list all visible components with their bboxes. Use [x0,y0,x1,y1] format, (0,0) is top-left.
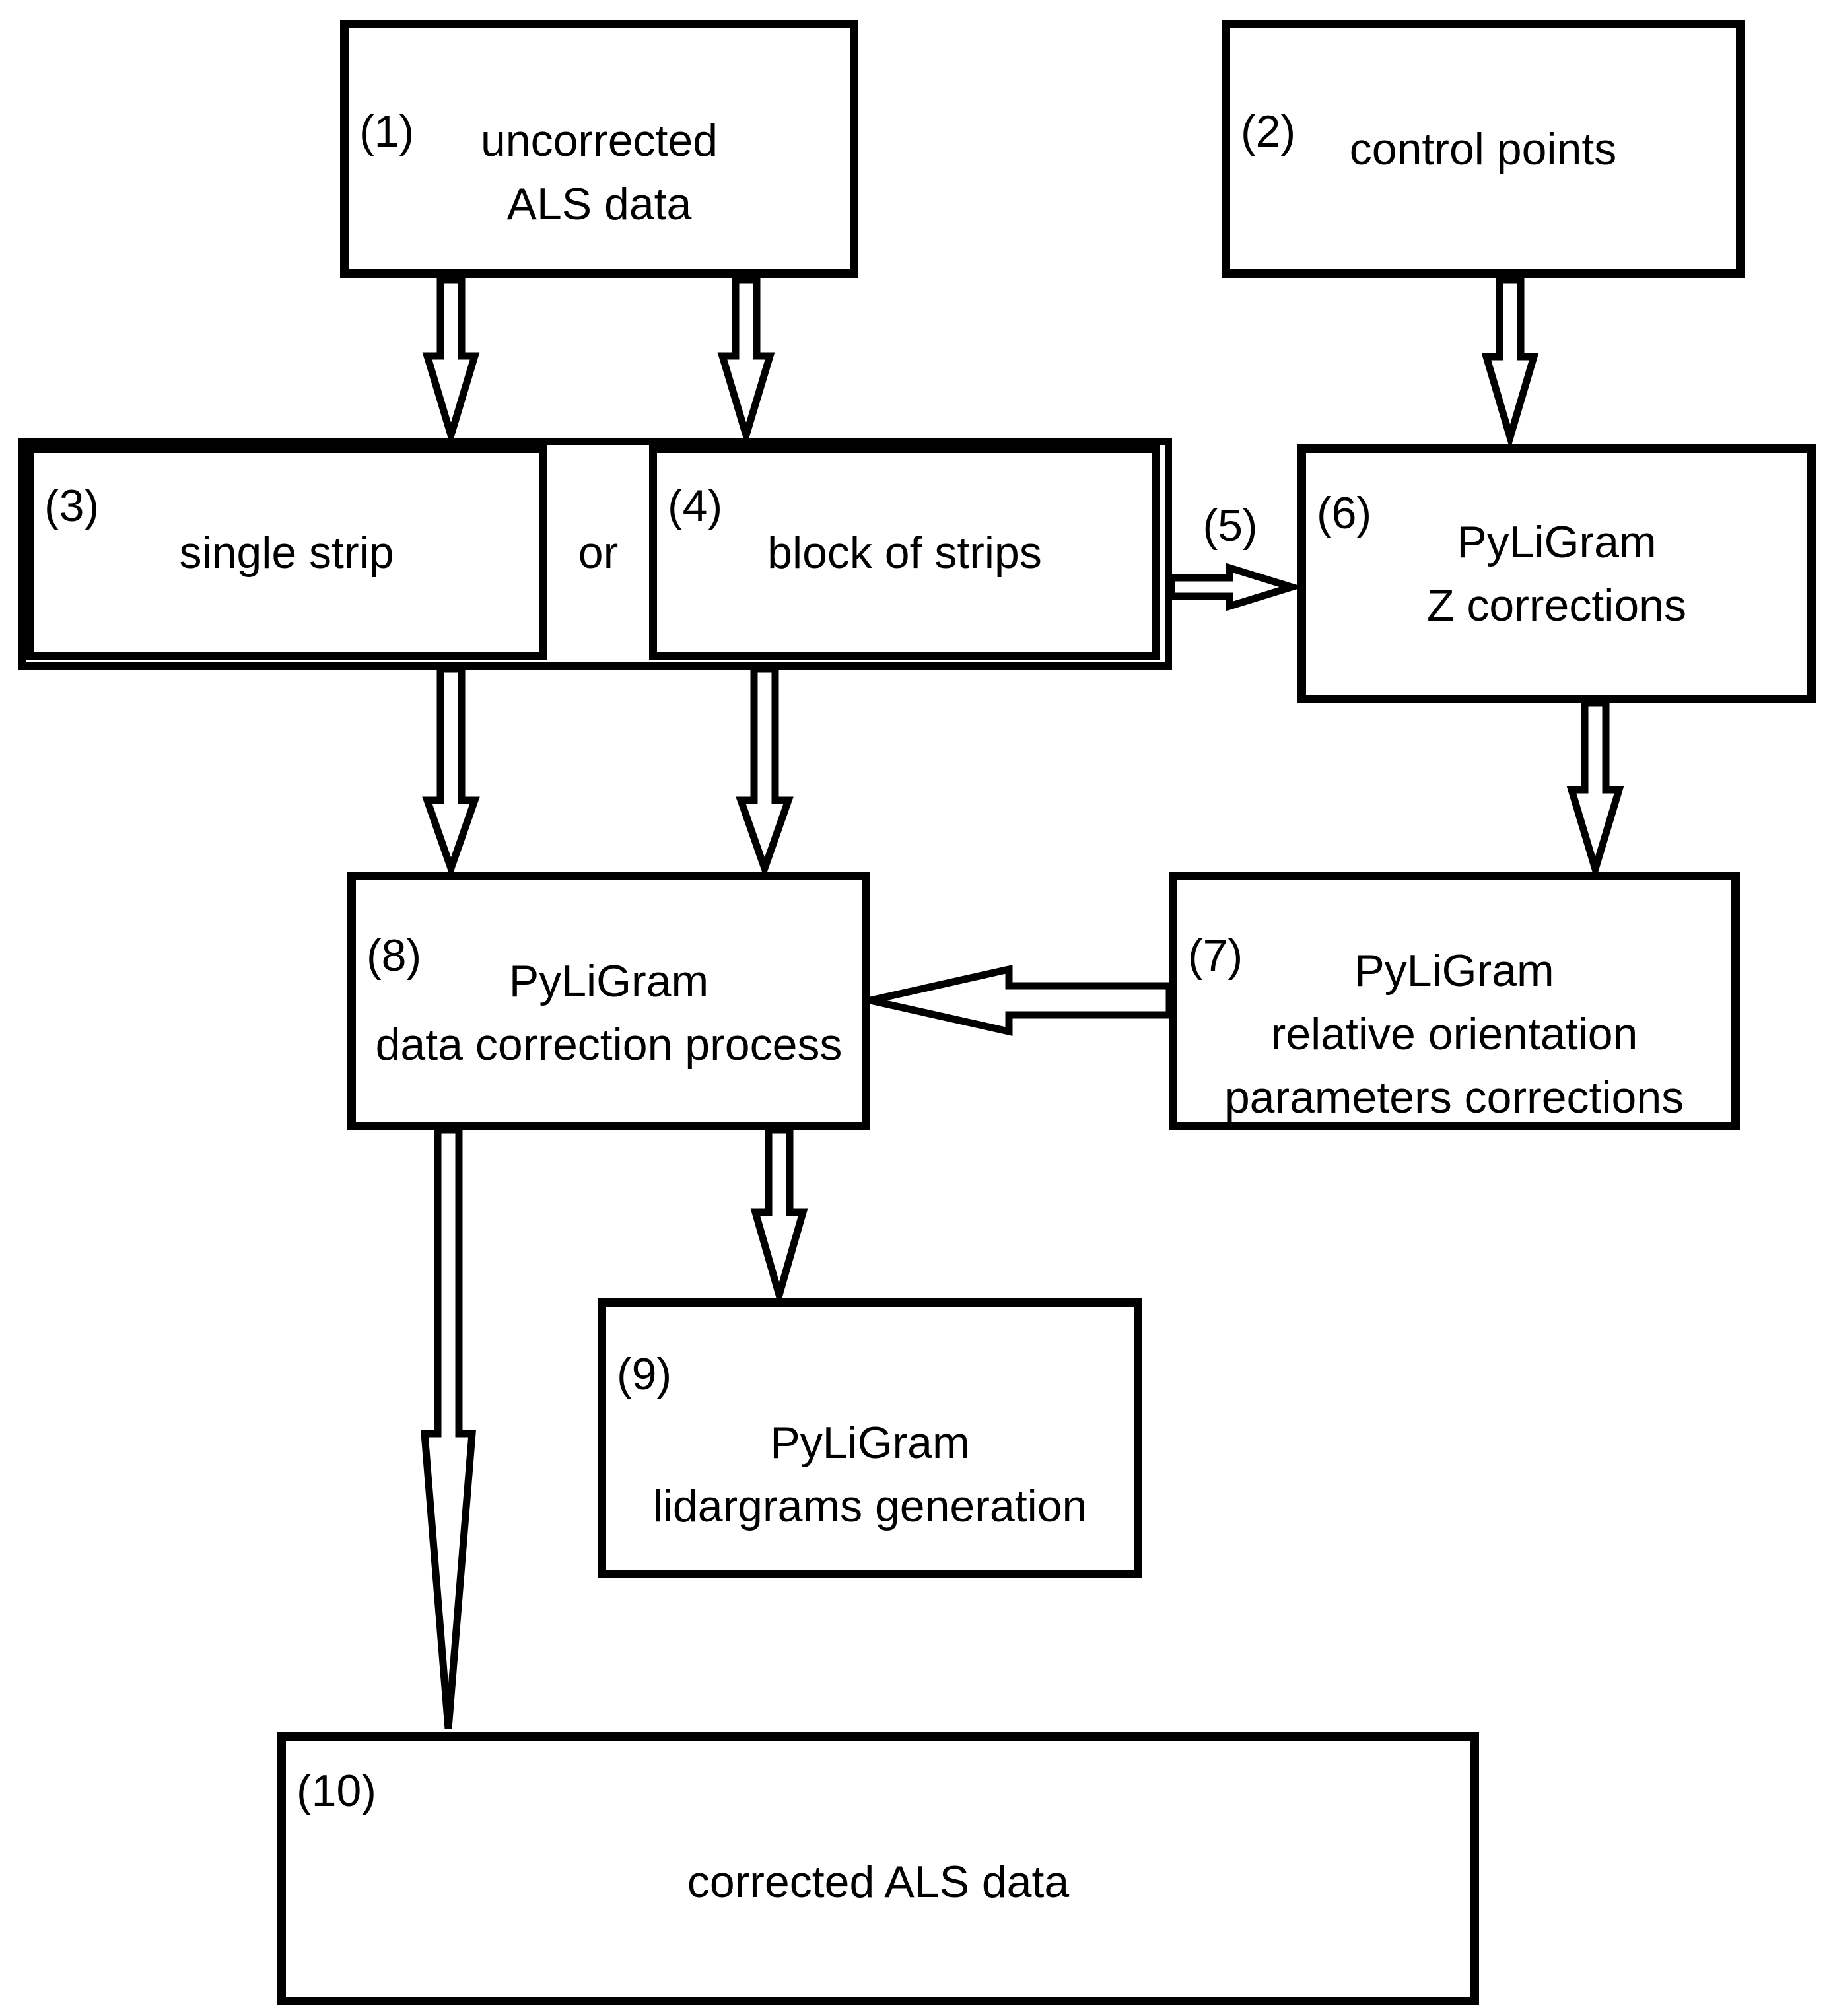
box-text-line: PyLiGram [1354,946,1554,996]
box-number: (6) [1317,488,1372,538]
box-text-line: lidargrams generation [652,1481,1088,1531]
arrow-block-of-strips-to-correction-process [736,665,794,880]
arrow-uncorrected-to-single-strip [422,276,480,448]
arrow-z-corrections-to-relative-orientation [1566,699,1624,882]
box-number: (1) [359,106,415,156]
box-text-line: relative orientation [1270,1009,1638,1059]
box-number: (7) [1188,930,1243,981]
box-control-points: (2) control points [1222,20,1745,278]
box-text-line: PyLiGram [508,956,709,1006]
arrow-control-points-to-z-corrections [1481,276,1539,450]
box-pyligram-lidargrams-generation: (9) PyLiGram lidargrams generation [598,1298,1142,1578]
box-number: (8) [366,930,422,981]
box-text: corrected ALS data [687,1824,1069,1914]
box-text-line: control points [1349,123,1617,174]
box-number: (9) [617,1349,672,1399]
box-text-line: PyLiGram [1457,517,1657,567]
box-text: uncorrected ALS data [481,63,718,236]
arrow-correction-process-to-corrected-data [421,1126,476,1729]
box-text-line: parameters corrections [1224,1072,1684,1123]
box-text-line: PyLiGram [770,1418,970,1468]
arrow-relative-orientation-to-correction-process [869,965,1173,1036]
box-text-line: ALS data [506,178,692,229]
arrow-5-label: (5) [1202,501,1258,551]
arrow-uncorrected-to-block-of-strips [717,276,775,448]
box-text: PyLiGram Z corrections [1427,510,1686,637]
box-text: single strip [179,521,394,584]
box-text: block of strips [767,521,1042,584]
box-number: (10) [296,1766,376,1816]
or-label: or [578,528,619,578]
box-pyligram-z-corrections: (6) PyLiGram Z corrections [1297,444,1816,703]
box-text-line: data correction process [375,1020,843,1070]
box-single-strip: (3) single strip [26,445,547,660]
box-block-of-strips: (4) block of strips [649,445,1160,660]
arrow-single-strip-to-correction-process [422,665,480,880]
box-uncorrected-als-data: (1) uncorrected ALS data [340,20,858,278]
box-text: PyLiGram relative orientation parameters… [1225,873,1684,1129]
box-pyligram-relative-orientation: (7) PyLiGram relative orientation parame… [1169,872,1740,1130]
arrow-correction-process-to-lidargrams [750,1126,808,1308]
box-text-line: Z corrections [1427,580,1686,631]
box-pyligram-data-correction-process: (8) PyLiGram data correction process [347,872,870,1130]
box-text-line: single strip [179,528,394,578]
box-number: (2) [1241,106,1296,156]
box-corrected-als-data: (10) corrected ALS data [277,1732,1479,2005]
box-number: (4) [668,481,723,531]
box-text-line: uncorrected [480,115,718,166]
arrow-5-strips-to-z-corrections [1167,563,1304,611]
box-text: PyLiGram data correction process [376,926,843,1076]
box-number: (3) [44,481,100,531]
box-text-line: corrected ALS data [687,1857,1070,1907]
box-text: control points [1350,118,1616,181]
box-text: PyLiGram lidargrams generation [653,1338,1088,1538]
box-text-line: block of strips [767,528,1042,578]
